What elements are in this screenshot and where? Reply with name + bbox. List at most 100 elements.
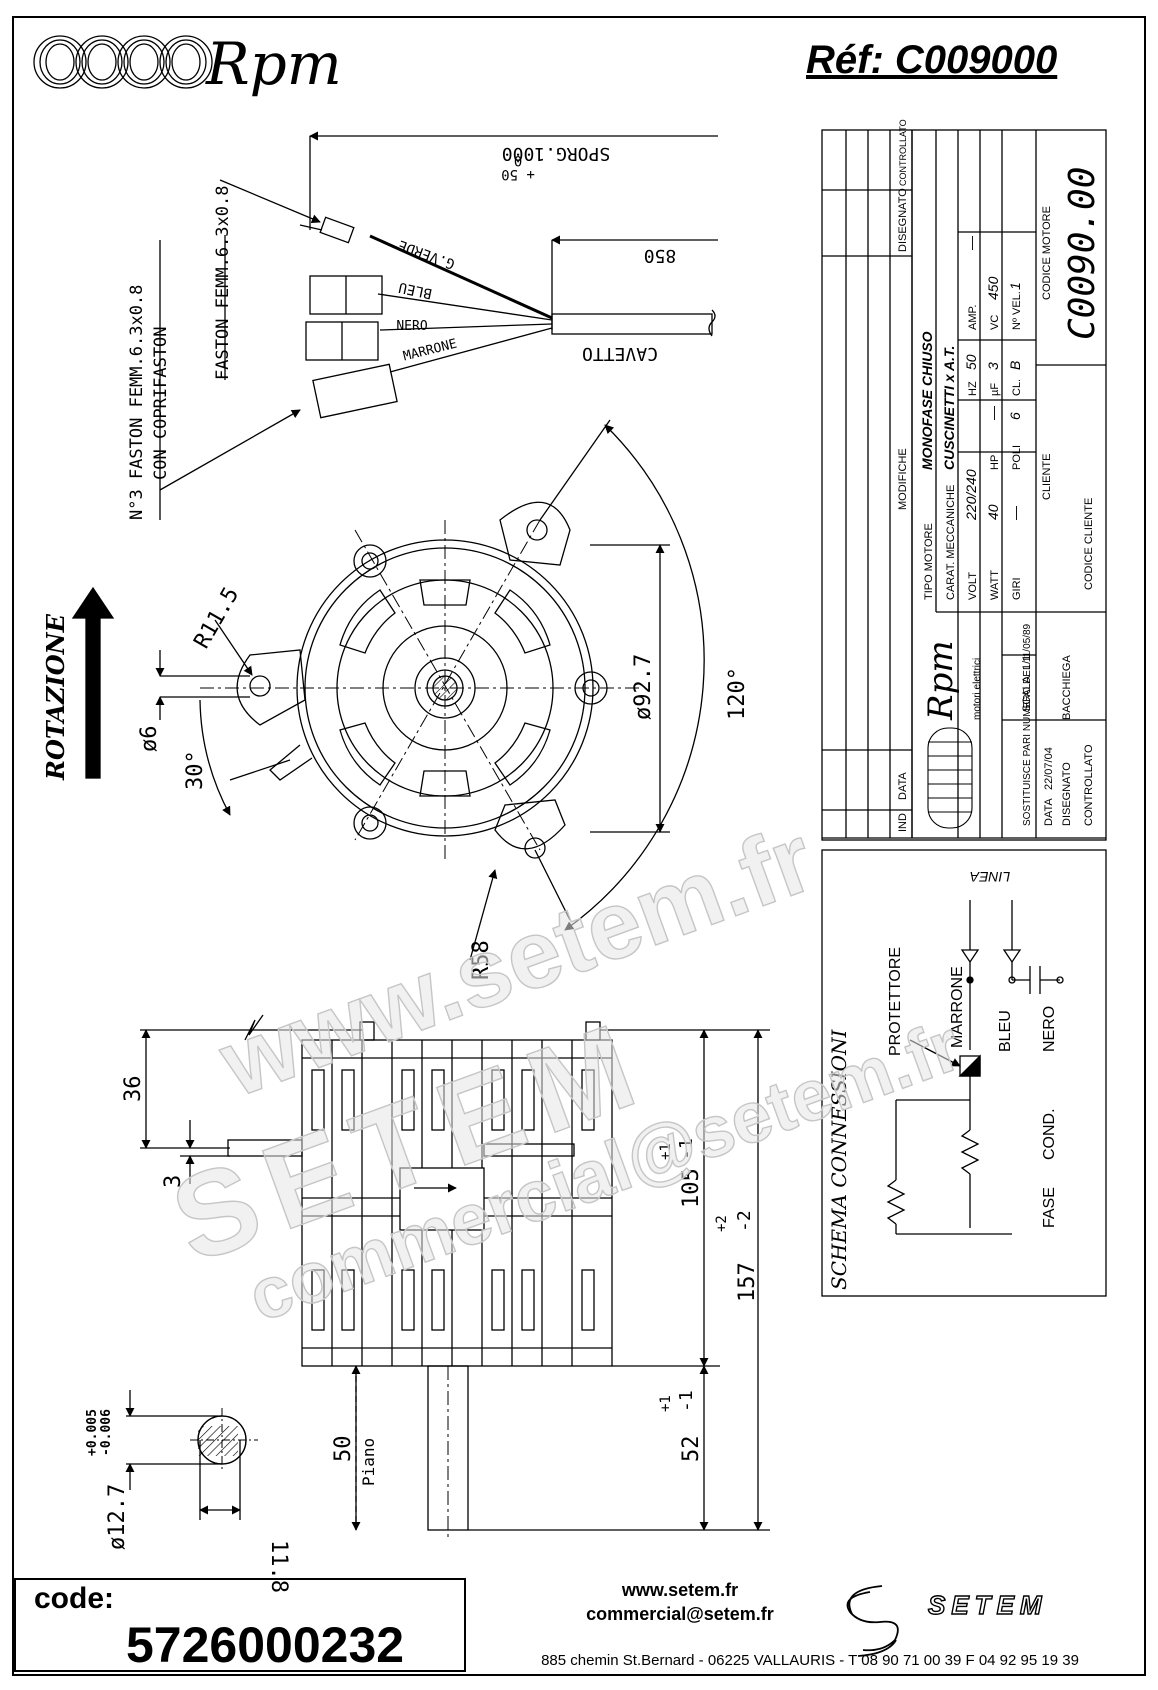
schema-nero: NERO [1041,1006,1058,1052]
shaft-flat-label: 11.8 [266,1540,291,1593]
uf-label: µF [989,383,1001,396]
col-modifiche: MODIFICHE [897,448,909,510]
d927-label: ø92.7 [631,654,656,720]
wire-green: G.VERDE [396,237,457,272]
email-link[interactable]: commercial@setem.fr [586,1604,774,1624]
watt: 40 [985,504,1001,520]
d105-label: 105 [679,1168,704,1208]
codice-motore-label: CODICE MOTORE [1041,206,1053,300]
d105-tol-minus: -1 [676,1138,697,1160]
cliente-label: CLIENTE [1041,454,1053,500]
schema-fase: FASE [1041,1187,1058,1228]
sostituisce-label: SOSTITUISCE PARI NUMERO DEL 11/05/89 [1022,623,1033,826]
giri-label: GIRI [1011,577,1023,600]
volt: 220/240 [963,469,979,521]
setem-logo-text: SETEM [927,1589,1048,1620]
piano-label: Piano [359,1438,378,1486]
d36-label: 36 [121,1076,146,1103]
controllato-label: CONTROLLATO [1083,744,1095,826]
codice-cliente-label: CODICE CLIENTE [1083,498,1095,590]
side-view [125,1014,770,1540]
volt-label: VOLT [967,572,979,600]
codice-motore: C0090.00 [1062,167,1103,340]
d52-tol-plus: +1 [658,1395,674,1412]
carat: CUSCINETTI x A.T. [941,346,957,470]
d157-tol-minus: -2 [734,1210,755,1232]
wire-black: NERO [396,319,427,334]
poli: 6 [1007,412,1023,420]
d52-tol-minus: -1 [676,1390,697,1412]
rpm-title-logo: Rpm [921,640,961,721]
scala: 1/1 [1021,655,1033,670]
d105-tol-plus: +1 [658,1143,674,1160]
col-disegnato: DISEGNATO [897,188,909,252]
carat-label: CARAT. MECCANICHE [945,485,957,600]
data-label: DATA [1043,798,1055,826]
disegnato-value: BACCHIEGA [1061,655,1073,720]
shaft-tol-plus: +0.005 [85,1409,100,1456]
title-block-coil [927,727,973,829]
uf: 3 [985,362,1001,370]
shaft-tol-minus: -0.006 [99,1409,114,1456]
r58-label: R58 [469,940,494,980]
disegnato-label: DISEGNATO [1061,762,1073,826]
code-label: code: [34,1582,115,1615]
title-block [821,129,1107,1297]
rpm-coil-logo [33,35,213,89]
d50-label: 50 [331,1436,356,1463]
schema-title: SCHEMA CONNESSIONI [827,1029,851,1290]
giri: — [1007,506,1023,520]
reference-number: Réf: C009000 [806,38,1058,82]
d3-label: 3 [161,1175,186,1188]
hz-label: HZ [967,381,979,396]
faston-triple-2: CON COPRIFASTON [151,326,171,480]
col-ind: IND [897,813,909,832]
faston-triple-1: N°3 FASTON FEMM.6.3x0.8 [127,285,147,520]
front-view [71,419,705,961]
rpm-brand: Rpm [206,30,342,98]
col-controllato: CONTROLLATO [898,119,908,186]
hp-label: HP [989,455,1001,470]
amp-label: AMP. [967,305,979,330]
d157-label: 157 [735,1262,760,1302]
schema-marrone: MARRONE [949,966,966,1048]
vc: 450 [985,276,1001,300]
schema-protettore: PROTETTORE [887,947,904,1056]
vc-label: VC [989,315,1001,330]
website-link[interactable]: www.setem.fr [621,1580,739,1600]
amp: — [963,236,979,250]
wire-blue: BLEU [397,279,433,302]
cavetto-label: CAVETTO [582,343,658,364]
schema-bleu: BLEU [997,1010,1014,1052]
sporg-tol-plus: + 50 [501,166,535,182]
schema-cond: COND. [1041,1108,1058,1160]
hz: 50 [963,354,979,370]
code-value: 5726000232 [126,1617,405,1673]
watt-label: WATT [989,570,1001,600]
sporg-label: SPORG.1000 [502,143,610,164]
cable-drawing [159,131,718,520]
nvel-label: Nº VEL. [1011,291,1023,330]
wiring-schema [886,900,1064,1235]
nvel: 1 [1007,282,1023,290]
faston-single: FASTON FEMM.6.3x0.8 [213,186,233,380]
drawing-sheet [12,16,1146,1676]
contact-block: www.setem.fr commercial@setem.fr [480,1578,880,1626]
hp: — [985,406,1001,420]
rpm-title-sub: motori elettrici [972,658,983,720]
d157-tol-plus: +2 [714,1215,730,1232]
len-850: 850 [644,245,677,266]
address-line: 885 chemin St.Bernard - 06225 VALLAURIS … [541,1652,1079,1669]
setem-swirl-logo [846,1585,899,1657]
d52-label: 52 [679,1436,704,1463]
rotation-label: ROTAZIONE [41,613,70,781]
tipo-motore-label: TIPO MOTORE [923,523,935,600]
cl: B [1007,361,1023,370]
tipo-motore: MONOFASE CHIUSO [919,331,935,470]
r115-label: R11.5 [190,583,245,653]
scala-label: SCALA [1021,675,1033,712]
sporg-tol-minus: 0 [514,152,522,168]
cl-label: CL. [1011,379,1023,396]
wire-brown: MARRONE [402,337,459,365]
